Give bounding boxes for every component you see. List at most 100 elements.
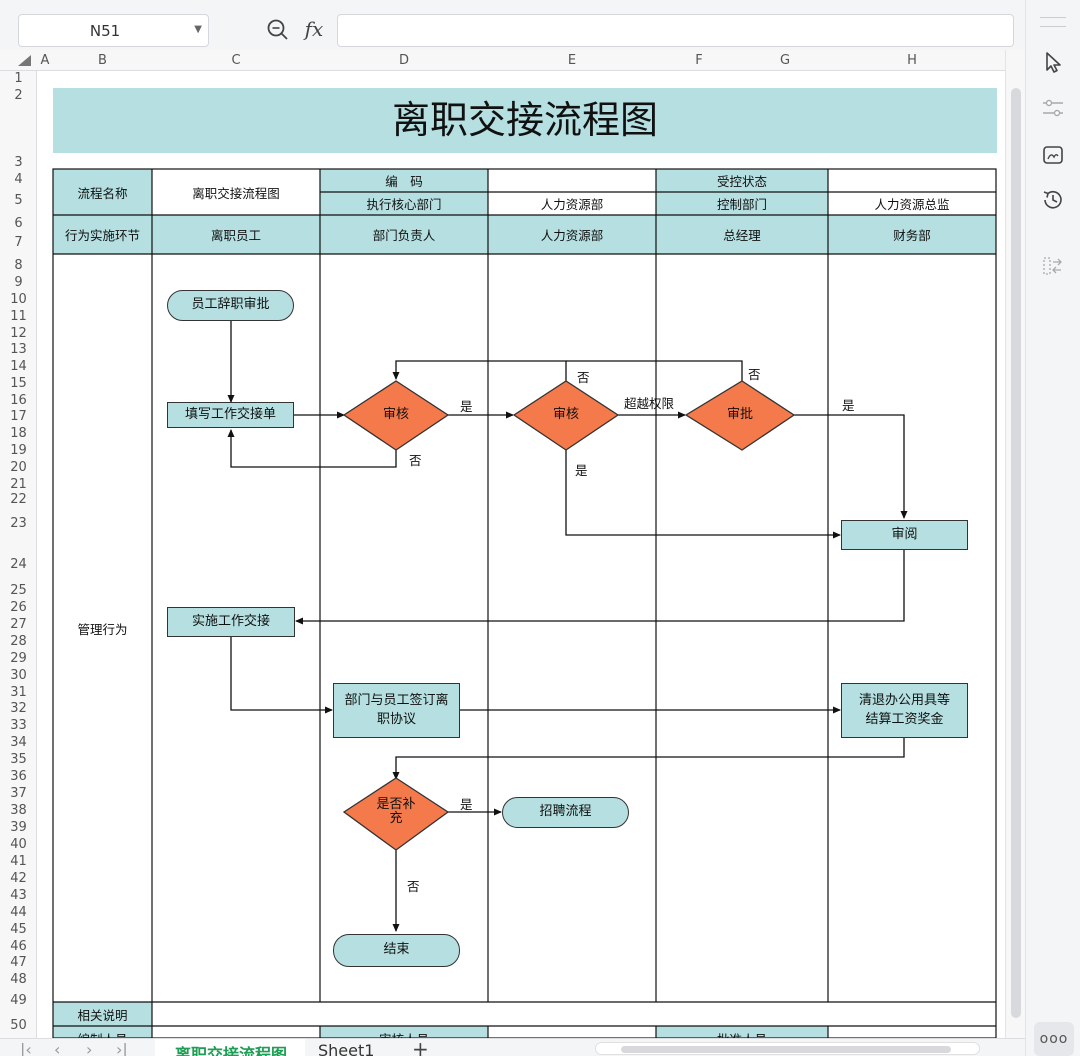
name-box[interactable]: N51 ▼	[18, 14, 209, 47]
row-header-47[interactable]: 47	[10, 955, 27, 970]
row-header-9[interactable]: 9	[14, 275, 23, 290]
col-header-d[interactable]: D	[398, 53, 409, 68]
row-header-20[interactable]: 20	[10, 460, 27, 475]
vertical-scroll-thumb[interactable]	[1011, 88, 1021, 1018]
row-header-31[interactable]: 31	[10, 685, 27, 700]
tab-active-sheet[interactable]: 离职交接流程图	[155, 1039, 305, 1056]
next-sheet-icon[interactable]: ›	[86, 1040, 93, 1056]
review2-diamond	[512, 380, 620, 451]
row-header-10[interactable]: 10	[10, 292, 27, 307]
row-header-35[interactable]: 35	[10, 752, 27, 767]
row-header-46[interactable]: 46	[10, 939, 27, 954]
chevron-down-icon[interactable]: ▼	[194, 24, 202, 35]
right-toolbar: ooo	[1025, 0, 1080, 1056]
row-header-33[interactable]: 33	[10, 718, 27, 733]
row-header-22[interactable]: 22	[10, 492, 27, 507]
end-node[interactable]: 结束	[333, 934, 460, 967]
row-header-49[interactable]: 49	[10, 993, 27, 1008]
drag-handle-icon[interactable]	[1040, 17, 1066, 27]
transform-icon[interactable]	[1039, 252, 1067, 280]
label-no-review2: 否	[577, 370, 590, 385]
label-no-decision: 否	[407, 879, 420, 894]
row-header-37[interactable]: 37	[10, 786, 27, 801]
consult-node[interactable]: 审阅	[841, 520, 968, 550]
row-header-19[interactable]: 19	[10, 443, 27, 458]
handover-node[interactable]: 实施工作交接	[167, 607, 295, 637]
col-header-b[interactable]: B	[98, 53, 107, 68]
row-header-24[interactable]: 24	[10, 557, 27, 572]
horizontal-scrollbar[interactable]	[595, 1042, 980, 1055]
row-header-23[interactable]: 23	[10, 516, 27, 531]
row-header-3[interactable]: 3	[14, 155, 23, 170]
fx-icon[interactable]: fx	[304, 17, 324, 41]
row-header-26[interactable]: 26	[10, 600, 27, 615]
review2-label: 审核	[552, 407, 579, 423]
row-header-28[interactable]: 28	[10, 634, 27, 649]
row-header-48[interactable]: 48	[10, 972, 27, 987]
cursor-icon[interactable]	[1039, 48, 1067, 76]
row-header-43[interactable]: 43	[10, 888, 27, 903]
prev-sheet-icon[interactable]: ‹	[54, 1040, 61, 1056]
more-icon[interactable]: ooo	[1034, 1022, 1074, 1056]
row-header-17[interactable]: 17	[10, 409, 27, 424]
row-header-6[interactable]: 6	[14, 216, 23, 231]
select-all-corner[interactable]	[18, 55, 31, 66]
history-icon[interactable]	[1039, 186, 1067, 214]
row-header-29[interactable]: 29	[10, 651, 27, 666]
row-header-14[interactable]: 14	[10, 359, 27, 374]
clear-settle-node[interactable]: 清退办公用具等结算工资奖金	[841, 683, 968, 738]
row-header-36[interactable]: 36	[10, 769, 27, 784]
row-header-34[interactable]: 34	[10, 735, 27, 750]
start-node[interactable]: 员工辞职审批	[167, 290, 294, 321]
row-header-7[interactable]: 7	[14, 235, 23, 250]
row-header-44[interactable]: 44	[10, 905, 27, 920]
lane-employee: 离职员工	[152, 215, 320, 254]
prepared-by-label: 编制人员	[53, 1026, 152, 1038]
row-header-45[interactable]: 45	[10, 922, 27, 937]
row-header-50[interactable]: 50	[10, 1018, 27, 1033]
last-sheet-icon[interactable]: ›|	[116, 1040, 128, 1056]
style-brush-icon[interactable]	[1039, 141, 1067, 169]
row-header-13[interactable]: 13	[10, 342, 27, 357]
formula-input[interactable]	[337, 14, 1014, 47]
col-header-a[interactable]: A	[40, 53, 50, 68]
col-header-c[interactable]: C	[231, 53, 241, 68]
first-sheet-icon[interactable]: |‹	[20, 1040, 32, 1056]
col-header-f[interactable]: F	[695, 53, 703, 68]
row-header-11[interactable]: 11	[10, 309, 27, 324]
row-header-38[interactable]: 38	[10, 803, 27, 818]
row-header-21[interactable]: 21	[10, 477, 27, 492]
horizontal-scroll-thumb[interactable]	[621, 1046, 951, 1053]
row-header-27[interactable]: 27	[10, 617, 27, 632]
sign-agreement-node[interactable]: 部门与员工签订离职协议	[333, 683, 460, 738]
row-header-8[interactable]: 8	[14, 258, 23, 273]
row-header-40[interactable]: 40	[10, 837, 27, 852]
row-header-4[interactable]: 4	[14, 172, 23, 187]
row-header-32[interactable]: 32	[10, 701, 27, 716]
review1-label: 审核	[382, 407, 409, 423]
row-header-15[interactable]: 15	[10, 376, 27, 391]
col-header-g[interactable]: G	[779, 53, 791, 68]
vertical-scrollbar[interactable]	[1005, 50, 1025, 1038]
recruit-node[interactable]: 招聘流程	[502, 797, 629, 828]
label-no-review1: 否	[409, 453, 422, 468]
row-header-30[interactable]: 30	[10, 668, 27, 683]
fill-form-node[interactable]: 填写工作交接单	[167, 402, 294, 428]
row-header-41[interactable]: 41	[10, 854, 27, 869]
row-header-39[interactable]: 39	[10, 820, 27, 835]
row-header-16[interactable]: 16	[10, 393, 27, 408]
add-sheet-icon[interactable]: +	[412, 1038, 429, 1056]
row-header-2[interactable]: 2	[14, 88, 23, 103]
sliders-icon[interactable]	[1039, 94, 1067, 122]
row-header-25[interactable]: 25	[10, 583, 27, 598]
tab-sheet1[interactable]: Sheet1	[318, 1041, 375, 1056]
row-header-18[interactable]: 18	[10, 426, 27, 441]
col-header-e[interactable]: E	[567, 53, 577, 68]
col-header-h[interactable]: H	[907, 53, 917, 68]
zoom-search-icon[interactable]	[264, 16, 292, 44]
row-header-42[interactable]: 42	[10, 871, 27, 886]
row-header-5[interactable]: 5	[14, 193, 23, 208]
row-header-12[interactable]: 12	[10, 326, 27, 341]
row-header-1[interactable]: 1	[14, 71, 23, 86]
